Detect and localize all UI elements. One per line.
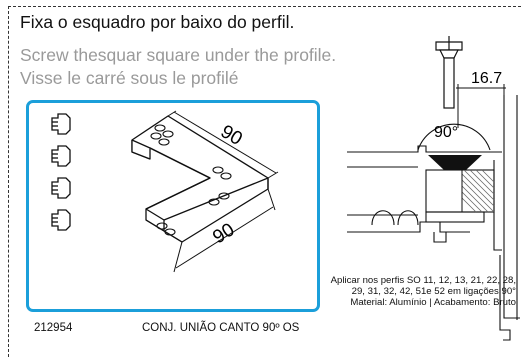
application-note: Aplicar nos perfis SO 11, 12, 13, 21, 22… <box>331 275 516 308</box>
angle-arc <box>417 123 491 151</box>
product-code: 212954 <box>34 322 73 334</box>
angle-label: 90° <box>434 124 458 141</box>
screw-icon <box>51 145 71 167</box>
bracket-holes <box>150 124 232 236</box>
dimension-lines <box>167 110 279 273</box>
screw-top-icon <box>435 36 463 109</box>
note-line-2: 29, 31, 32, 42, 51e 52 em ligações 90° <box>351 286 516 297</box>
screw-icon <box>51 113 71 135</box>
note-line-1: Aplicar nos perfis SO 11, 12, 13, 21, 22… <box>330 275 516 286</box>
dim-label-offset: 16.7 <box>471 70 502 87</box>
profile-section <box>347 95 520 341</box>
note-line-3: Material: Alumínio | Acabamento: Bruto <box>350 297 516 308</box>
product-name: CONJ. UNIÃO CANTO 90º OS <box>142 322 300 334</box>
screw-icon <box>51 177 71 199</box>
dimension-offset <box>456 84 506 128</box>
dashed-frame <box>8 6 521 357</box>
sealant-wedge <box>428 155 482 170</box>
dim-label-top: 90 <box>217 121 246 150</box>
instruction-en: Screw thesquar square under the profile. <box>20 45 337 65</box>
bracket-panel <box>26 100 320 312</box>
instruction-fr: Visse le carré sous le profilé <box>20 68 239 88</box>
instruction-pt: Fixa o esquadro por baixo do perfil. <box>20 12 295 32</box>
bracket-hatching <box>461 169 495 213</box>
screw-icon <box>51 209 71 231</box>
